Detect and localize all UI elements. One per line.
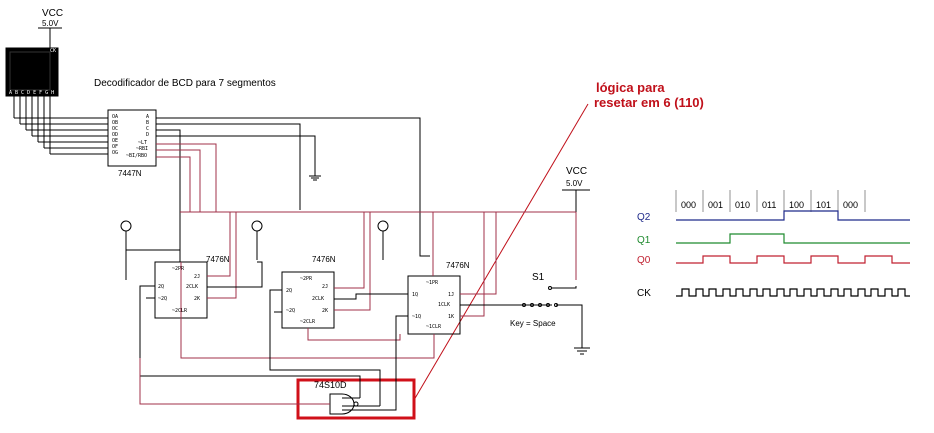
decoder-pin-rbi: ~RBI xyxy=(136,146,148,152)
vcc-top-label: VCC xyxy=(42,8,63,19)
ff2-part: 7476N xyxy=(312,255,336,264)
vcc-right-value: 5.0V xyxy=(566,179,583,188)
state-2: 010 xyxy=(735,200,750,210)
ff3-pin-j: 1J xyxy=(448,292,454,298)
ff2-pin-clr: ~2CLR xyxy=(300,319,316,325)
vcc-right-label: VCC xyxy=(566,166,587,177)
switch-key: Key = Space xyxy=(510,319,556,328)
signal-ck-wave xyxy=(676,288,910,297)
ff1-pin-clr: ~2CLR xyxy=(172,308,188,314)
decoder-pin-od: OD xyxy=(112,132,118,138)
state-0: 000 xyxy=(681,200,696,210)
decoder-7447: Decodificador de BCD para 7 segmentos OA… xyxy=(94,78,276,178)
ff1-pin-k: 2K xyxy=(194,296,200,302)
ff3-pin-k: 1K xyxy=(448,314,454,320)
ff1-pin-pr: ~2PR xyxy=(172,266,185,272)
signal-q2-label: Q2 xyxy=(637,212,651,223)
decoder-pin-og: OG xyxy=(112,150,118,156)
vcc-right-source: VCC 5.0V xyxy=(562,166,590,212)
nand-part: 74S10D xyxy=(314,380,347,390)
decoder-pin-of: OF xyxy=(112,144,118,150)
decoder-pin-d: D xyxy=(146,132,149,138)
switch-s1[interactable]: S1 Key = Space xyxy=(510,272,590,355)
flipflop-q0: 7476N ~1PR 1Q 1J 1CLK ~1Q 1K ~1CLR xyxy=(407,261,470,335)
decoder-pin-a: A xyxy=(146,114,149,120)
nand-74s10: 74S10D xyxy=(139,358,380,415)
decoder-pin-c: C xyxy=(146,126,149,132)
ff3-pin-pr: ~1PR xyxy=(426,280,439,286)
state-1: 001 xyxy=(708,200,723,210)
state-4: 100 xyxy=(789,200,804,210)
flipflop-q2: 7476N ~2PR 2J 2Q 2CLK ~2Q 2K ~2CLR xyxy=(154,255,230,319)
signal-q2-wave xyxy=(676,210,910,221)
ff1-pin-q: 2Q xyxy=(158,284,164,290)
ff3-pin-q: 1Q xyxy=(412,292,418,298)
ff3-pin-nq: ~1Q xyxy=(412,314,421,320)
decoder-pin-oa: OA xyxy=(112,114,118,120)
signal-q1-wave xyxy=(676,233,910,244)
flipflop-q1: 7476N ~2PR 2J 2Q 2CLK ~2Q 2K ~2CLR xyxy=(281,255,336,329)
ff1-part: 7476N xyxy=(206,255,230,264)
signal-q0-label: Q0 xyxy=(637,255,651,266)
decoder-pin-b: B xyxy=(146,120,149,126)
ff2-pin-q: 2Q xyxy=(286,288,292,294)
reset-annotation: lógica para resetar em 6 (110) xyxy=(296,80,704,420)
ff3-pin-clk: 1CLK xyxy=(438,302,450,308)
ff3-part: 7476N xyxy=(446,261,470,270)
state-6: 000 xyxy=(843,200,858,210)
decoder-pin-ob: OB xyxy=(112,120,118,126)
ff2-pin-clk: 2CLK xyxy=(312,296,324,302)
decoder-pin-oc: OC xyxy=(112,126,118,132)
pullups xyxy=(120,220,389,280)
switch-name: S1 xyxy=(532,272,545,283)
nand-highlight-box xyxy=(296,378,416,420)
display-bus xyxy=(14,117,108,155)
seven-segment-display: CK A B C D E F G H xyxy=(5,47,59,154)
ff2-pin-pr: ~2PR xyxy=(300,276,313,282)
ff1-pin-j: 2J xyxy=(194,274,200,280)
ff1-pin-nq: ~2Q xyxy=(158,296,167,302)
signal-q0-wave xyxy=(676,255,910,264)
ff2-pin-nq: ~2Q xyxy=(286,308,295,314)
decoder-pin-oe: OE xyxy=(112,138,118,144)
decoder-part: 7447N xyxy=(118,169,142,178)
decoder-pin-bi-rbo: ~BI/RBO xyxy=(126,153,147,159)
annotation-line2: resetar em 6 (110) xyxy=(594,95,704,110)
annotation-line1: lógica para xyxy=(596,80,665,95)
decoder-pin-lt: ~LT xyxy=(138,140,147,146)
timing-diagram: 000 001 010 011 100 101 000 Q2 Q1 Q0 CK xyxy=(637,190,910,299)
state-3: 011 xyxy=(762,200,776,210)
ff2-pin-k: 2K xyxy=(322,308,328,314)
ff2-pin-j: 2J xyxy=(322,284,328,290)
signal-ck-label: CK xyxy=(637,288,651,299)
vcc-top-source: VCC 5.0V xyxy=(38,8,63,48)
display-segment-labels: A B C D E F G H xyxy=(9,90,54,96)
state-5: 101 xyxy=(816,200,831,210)
decoder-title: Decodificador de BCD para 7 segmentos xyxy=(94,78,276,89)
ff1-pin-clk: 2CLK xyxy=(186,284,198,290)
ff3-pin-clr: ~1CLR xyxy=(426,324,442,330)
decoder-output-wires xyxy=(156,117,430,258)
signal-q1-label: Q1 xyxy=(637,235,651,246)
vcc-top-value: 5.0V xyxy=(42,19,59,28)
display-corner-label: CK xyxy=(50,48,56,54)
